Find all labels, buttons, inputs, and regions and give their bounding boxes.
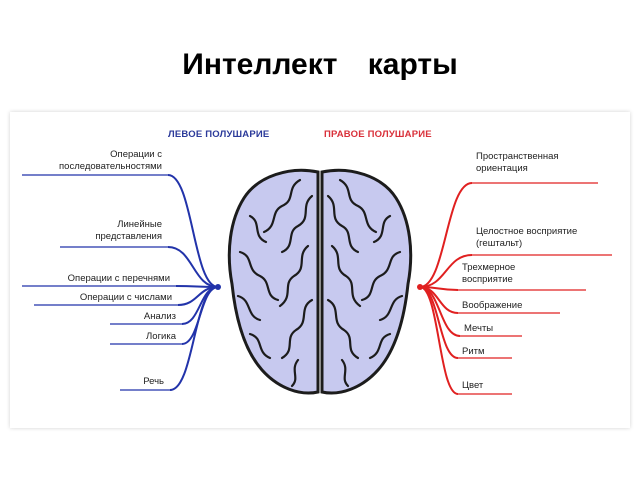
right-branch-curve <box>419 182 473 288</box>
left-branch-curve <box>167 174 219 288</box>
right-item-label: Ритм <box>462 346 485 357</box>
left-hemisphere-label: ЛЕВОЕ ПОЛУШАРИЕ <box>168 129 270 140</box>
left-hub-dot <box>215 284 221 290</box>
right-branch-curve <box>419 286 459 359</box>
left-item-label: Речь <box>143 376 164 387</box>
left-branch-curve <box>167 246 219 288</box>
right-hemisphere-label: ПРАВОЕ ПОЛУШАРИЕ <box>324 129 432 140</box>
right-item-label: Воображение <box>462 300 523 311</box>
right-item-label: Цвет <box>462 380 484 391</box>
right-branch-curve <box>419 286 459 395</box>
diagram-panel <box>10 112 630 428</box>
left-item-label: Анализ <box>143 311 176 322</box>
right-branch-curve <box>419 254 473 288</box>
right-item-label: Целостное восприятие(гештальт) <box>476 226 578 249</box>
left-item-label: Логика <box>146 331 176 342</box>
brain-icon <box>227 168 413 395</box>
left-item-label: Операции с перечнями <box>67 273 170 284</box>
right-item-label: Мечты <box>464 323 494 334</box>
branch-lines <box>22 174 612 395</box>
left-branch-curve <box>169 286 219 391</box>
slide-title: Интеллект карты <box>182 48 458 81</box>
right-hub-dot <box>417 284 423 290</box>
left-item-label: Операции с числами <box>79 292 172 303</box>
